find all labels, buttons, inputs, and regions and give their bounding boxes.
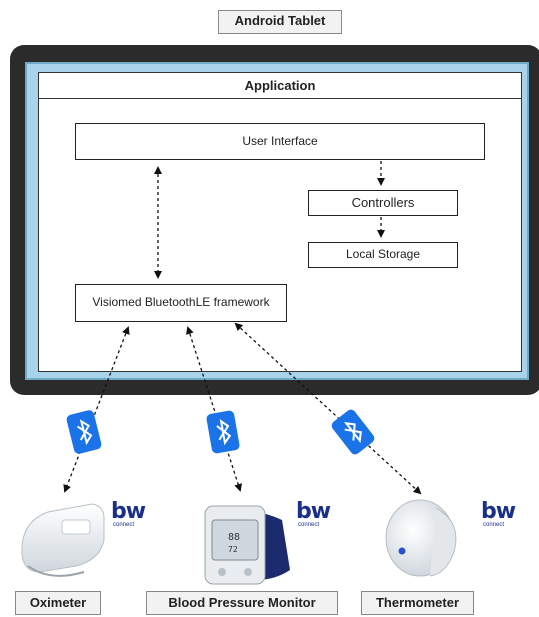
user-interface-node: User Interface bbox=[75, 123, 485, 160]
ble-framework-node: Visiomed BluetoothLE framework bbox=[75, 284, 287, 322]
application-container: Application bbox=[38, 72, 522, 372]
bluetooth-icon bbox=[206, 410, 240, 454]
device-label-oximeter: Oximeter bbox=[15, 591, 101, 615]
bw-connect-logo: bw connect bbox=[111, 499, 146, 529]
controllers-node: Controllers bbox=[308, 190, 458, 216]
bw-connect-logo: bw connect bbox=[296, 499, 331, 529]
bluetooth-icon bbox=[331, 409, 375, 455]
svg-text:88: 88 bbox=[228, 532, 240, 543]
oximeter-icon bbox=[21, 503, 105, 577]
local-storage-node: Local Storage bbox=[308, 242, 458, 268]
ble-thermometer-link bbox=[234, 322, 422, 495]
thermometer-icon bbox=[385, 499, 457, 577]
ble-oximeter-link bbox=[63, 326, 130, 493]
ble-bp-monitor-link bbox=[186, 326, 242, 492]
application-title: Application bbox=[39, 73, 521, 99]
device-label-blood-pressure-monitor: Blood Pressure Monitor bbox=[146, 591, 338, 615]
svg-text:72: 72 bbox=[228, 545, 238, 554]
device-label-thermometer: Thermometer bbox=[361, 591, 474, 615]
tablet-label: Android Tablet bbox=[218, 10, 342, 34]
bw-connect-logo: bw connect bbox=[481, 499, 516, 529]
bluetooth-icon bbox=[66, 410, 102, 454]
blood-pressure-monitor-icon: 88 72 bbox=[204, 505, 290, 585]
